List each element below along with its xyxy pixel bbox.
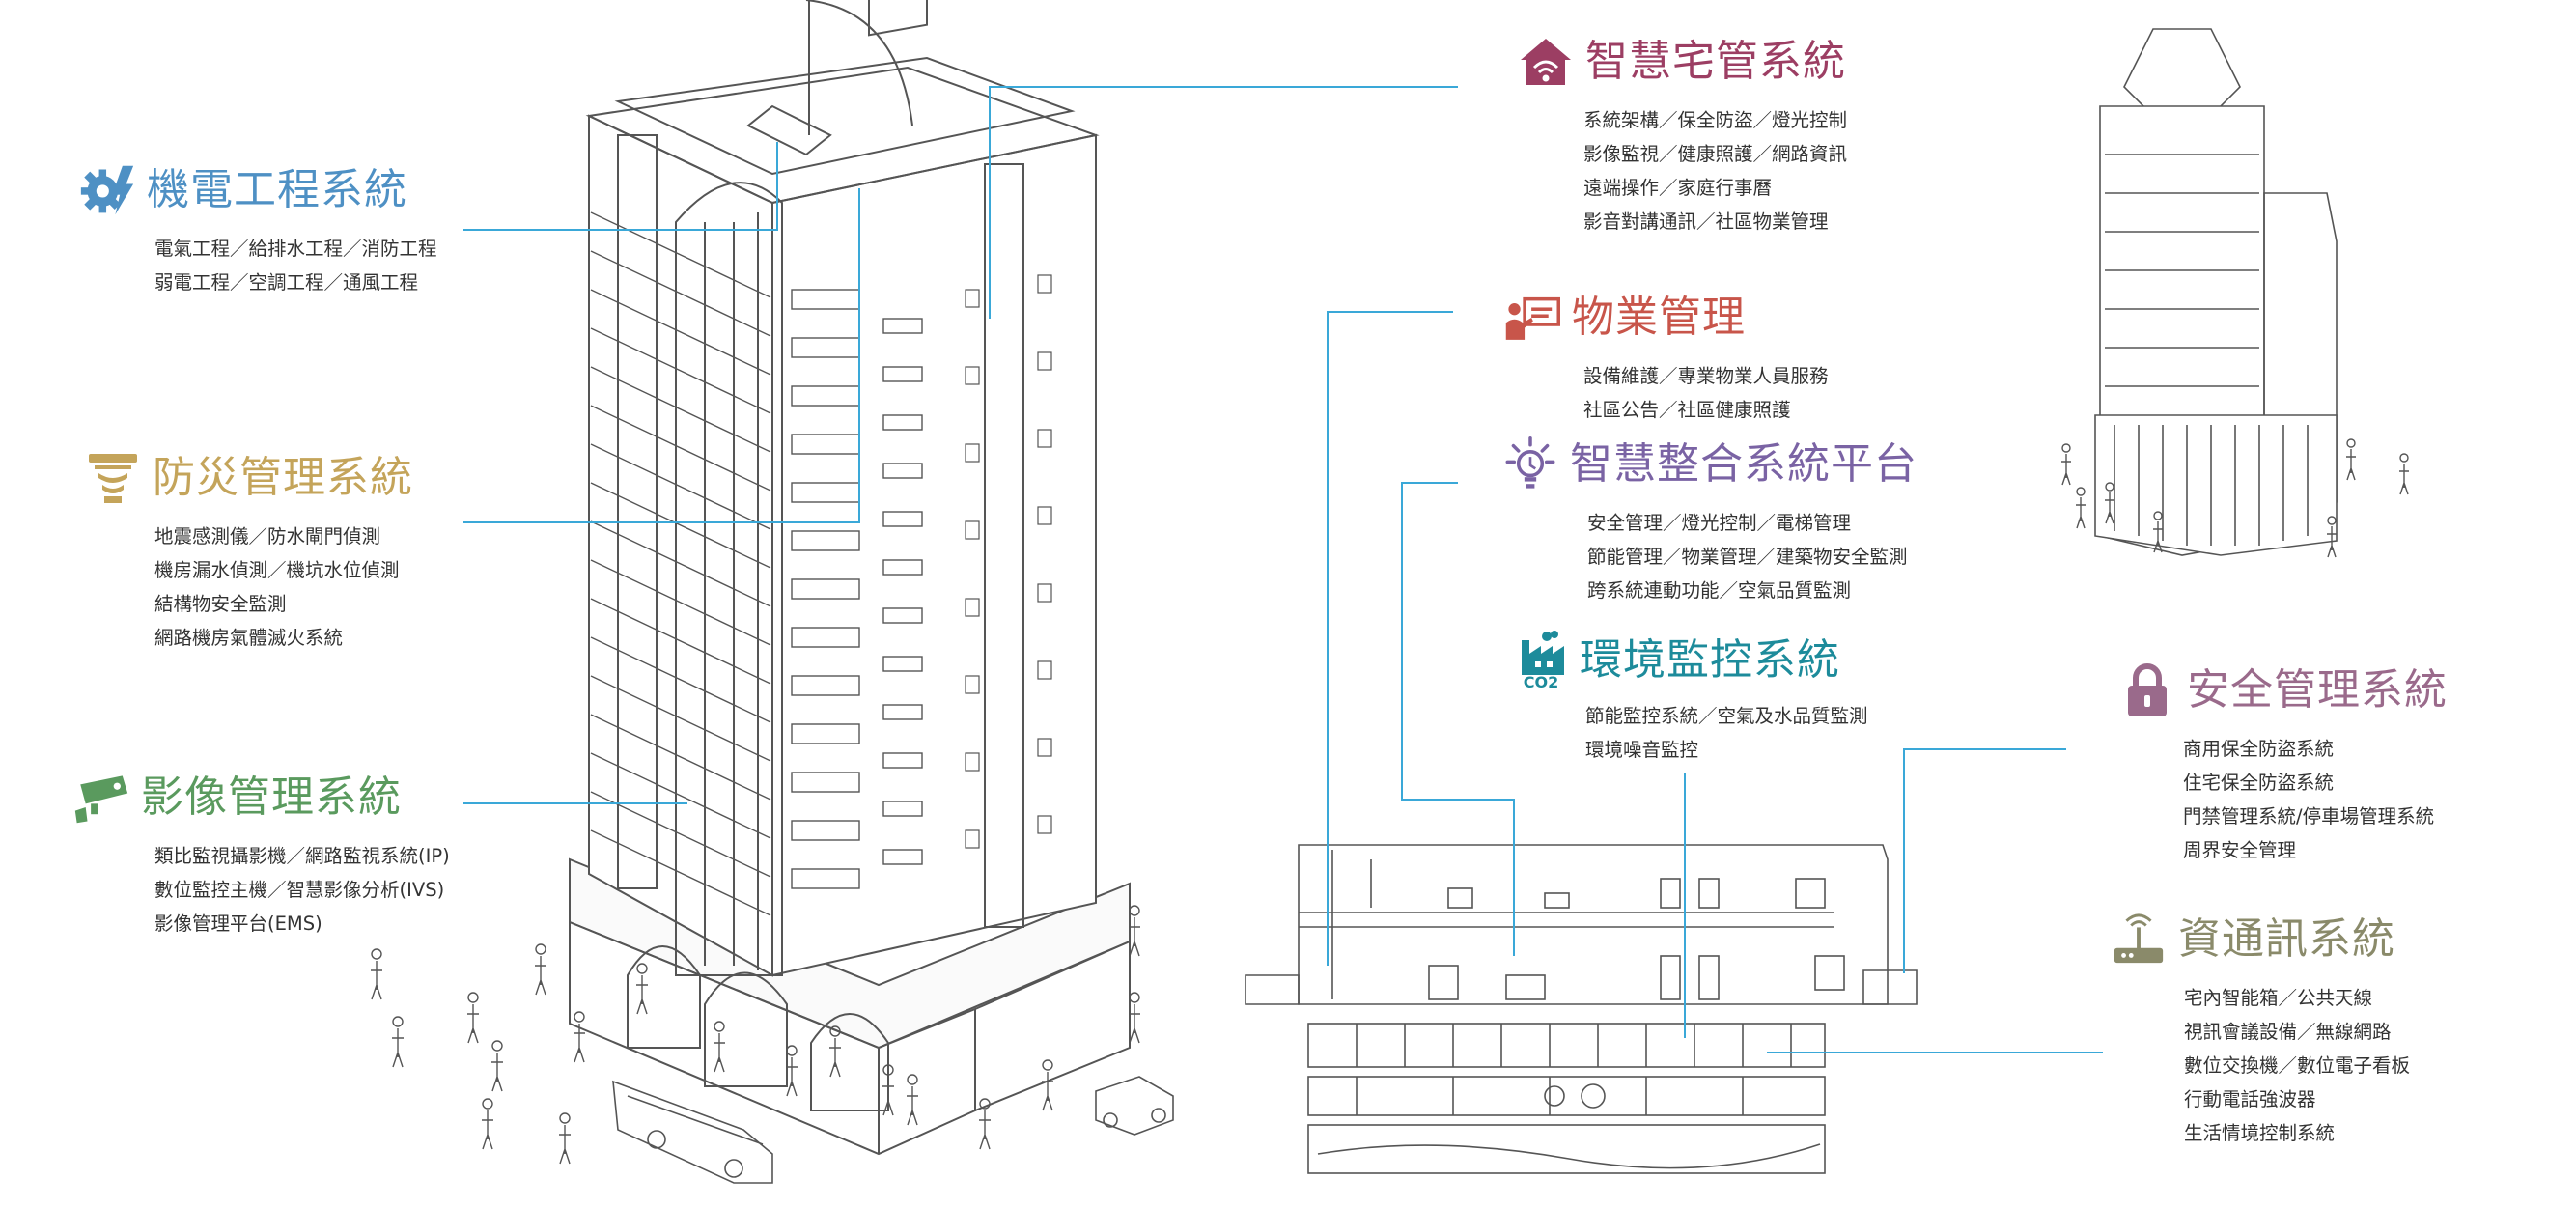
alarm-siren-icon — [85, 450, 141, 506]
street-scene — [371, 438, 2409, 1184]
router-antenna-icon — [2111, 912, 2167, 968]
video-item: 數位監控主機／智慧影像分析(IVS) — [154, 879, 445, 901]
right-tower — [2094, 28, 2338, 556]
smart-home-item: 影音對講通訊／社區物業管理 — [1583, 211, 1829, 233]
cctv-camera-icon — [73, 770, 129, 826]
property-system-block: 物業管理 設備維護／專業物業人員服務 社區公告／社區健康照護 — [1504, 290, 1829, 427]
video-system-block: 影像管理系統 類比監視攝影機／網路監視系統(IP) 數位監控主機／智慧影像分析(… — [73, 770, 450, 941]
disaster-item: 網路機房氣體滅火系統 — [154, 627, 344, 649]
security-item: 商用保全防盜系統 — [2183, 738, 2335, 760]
leader-lines — [463, 86, 2103, 1053]
cross-section-building — [1245, 844, 1918, 1174]
environment-system-title: 環境監控系統 — [1580, 635, 1840, 685]
disaster-system-block: 防災管理系統 地震感測儀／防水閘門偵測 機房漏水偵測／機坑水位偵測 結構物安全監… — [85, 450, 413, 655]
gear-lightning-icon — [79, 162, 135, 218]
environment-system-block: CO2 環境監控系統 節能監控系統／空氣及水品質監測 環境噪音監控 — [1514, 626, 1868, 767]
environment-item: 節能監控系統／空氣及水品質監測 — [1585, 705, 1868, 727]
smart-home-item: 系統架構／保全防盜／燈光控制 — [1583, 109, 1848, 131]
ict-system-block: 資通訊系統 宅內智能箱／公共天線 視訊會議設備／無線網路 數位交換機／數位電子看… — [2111, 912, 2410, 1150]
property-system-title: 物業管理 — [1572, 293, 1746, 342]
smart-home-item: 影像監視／健康照護／網路資訊 — [1583, 143, 1848, 165]
security-item: 門禁管理系統/停車場管理系統 — [2183, 805, 2435, 828]
disaster-item: 結構物安全監測 — [154, 593, 287, 615]
platform-item: 安全管理／燈光控制／電梯管理 — [1587, 512, 1852, 534]
leader-line-smart-home — [989, 86, 1458, 319]
security-item: 住宅保全防盜系統 — [2183, 772, 2335, 794]
main-tower — [569, 0, 1131, 1156]
disaster-item: 機房漏水偵測／機坑水位偵測 — [154, 559, 400, 581]
video-system-title: 影像管理系統 — [141, 773, 402, 822]
mep-system-block: 機電工程系統 電氣工程／給排水工程／消防工程 弱電工程／空調工程／通風工程 — [79, 162, 437, 299]
ict-item: 數位交換機／數位電子看板 — [2184, 1054, 2411, 1077]
property-item: 社區公告／社區健康照護 — [1583, 399, 1791, 421]
leader-line-platform — [1401, 482, 1515, 956]
leader-line-property — [1327, 311, 1453, 966]
leader-line-security — [1903, 748, 2066, 973]
environment-item: 環境噪音監控 — [1585, 739, 1699, 761]
security-item: 周界安全管理 — [2183, 839, 2297, 861]
ict-item: 行動電話強波器 — [2184, 1088, 2316, 1110]
ict-item: 生活情境控制系統 — [2184, 1122, 2336, 1144]
video-item: 類比監視攝影機／網路監視系統(IP) — [154, 845, 450, 867]
security-system-title: 安全管理系統 — [2187, 665, 2448, 715]
platform-system-block: 智慧整合系統平台 安全管理／燈光控制／電梯管理 節能管理／物業管理／建築物安全監… — [1502, 436, 1918, 607]
mep-system-title: 機電工程系統 — [147, 165, 407, 214]
mep-item: 電氣工程／給排水工程／消防工程 — [154, 238, 437, 260]
factory-co2-icon: CO2 — [1514, 626, 1568, 695]
ict-system-title: 資通訊系統 — [2178, 914, 2395, 964]
mep-item: 弱電工程／空調工程／通風工程 — [154, 271, 419, 294]
smart-home-item: 遠端操作／家庭行事曆 — [1583, 177, 1773, 199]
property-item: 設備維護／專業物業人員服務 — [1583, 365, 1829, 387]
disaster-item: 地震感測儀／防水閘門偵測 — [154, 525, 381, 548]
leader-line-mep — [463, 142, 778, 231]
leader-line-disaster — [463, 188, 860, 523]
video-item: 影像管理平台(EMS) — [154, 913, 322, 935]
lightbulb-icon — [1502, 436, 1558, 492]
platform-system-title: 智慧整合系統平台 — [1570, 439, 1918, 489]
house-wifi-icon — [1518, 34, 1574, 90]
platform-item: 節能管理／物業管理／建築物安全監測 — [1587, 546, 1908, 568]
presenter-board-icon — [1504, 290, 1560, 346]
ict-item: 視訊會議設備／無線網路 — [2184, 1021, 2392, 1043]
padlock-icon — [2119, 662, 2175, 718]
ict-item: 宅內智能箱／公共天線 — [2184, 987, 2373, 1009]
co2-label: CO2 — [1523, 673, 1559, 691]
smart-home-system-title: 智慧宅管系統 — [1585, 37, 1846, 86]
platform-item: 跨系統連動功能／空氣品質監測 — [1587, 579, 1852, 602]
disaster-system-title: 防災管理系統 — [153, 453, 413, 502]
smart-home-system-block: 智慧宅管系統 系統架構／保全防盜／燈光控制 影像監視／健康照護／網路資訊 遠端操… — [1518, 34, 1847, 239]
security-system-block: 安全管理系統 商用保全防盜系統 住宅保全防盜系統 門禁管理系統/停車場管理系統 … — [2119, 662, 2448, 867]
